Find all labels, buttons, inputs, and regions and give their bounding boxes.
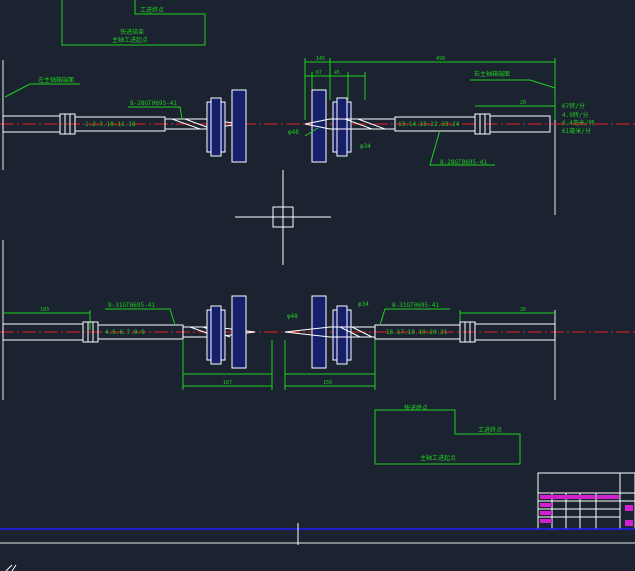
right-spindle-bottom — [284, 321, 556, 343]
left-spindle-ids-top: 1.2.3.10.11.18 — [85, 121, 136, 128]
ucs-icon — [5, 564, 17, 571]
bottom-note-boxes — [374, 409, 521, 465]
note-top-2: 快进结束 — [120, 28, 144, 36]
note-bottom-2: 工进终点 — [478, 426, 502, 434]
bottom-dimensions-top — [3, 310, 555, 330]
top-dimensions — [304, 58, 556, 120]
right-tool-top — [311, 89, 352, 163]
crosshair-cursor — [235, 170, 331, 265]
dim-20: 20 — [520, 100, 526, 106]
right-spindle-top — [304, 113, 551, 135]
dim-490: 490 — [436, 56, 445, 62]
top-note-boxes — [61, 0, 206, 46]
left-spindle-ids-bottom: 4.5.6.7.8.9 — [105, 329, 145, 336]
right-box-label: 右主轴箱端面 — [474, 70, 510, 78]
dia-left-top: φ48 — [288, 129, 299, 136]
note-bottom-1: 快进终点 — [404, 404, 428, 412]
left-box-label: 左主轴箱端面 — [38, 76, 74, 84]
note-top-3: 主轴工进起点 — [112, 36, 148, 44]
right-spec-bottom: 8-31GT0695-41 — [392, 302, 439, 309]
svg-text:183: 183 — [40, 307, 49, 313]
dim-145: 145 — [316, 56, 325, 62]
title-block — [537, 472, 635, 530]
dim-45: 45 — [334, 70, 340, 76]
svg-text:4.9转/分: 4.9转/分 — [562, 111, 588, 119]
dia-right-bottom: φ34 — [358, 301, 369, 308]
speed-notes: 67转/分 4.9转/分 0.4毫米/转 61毫米/分 — [562, 102, 594, 135]
note-bottom-3: 主轴工进起点 — [420, 454, 456, 462]
right-tool-bottom — [311, 295, 352, 369]
left-spec-bottom: 8-31GT0695-41 — [108, 302, 155, 309]
bottom-dimensions — [182, 340, 376, 390]
right-spindle-ids-top: 13.14.15.22.23.24 — [398, 121, 460, 128]
left-tool-top — [206, 89, 247, 163]
right-spec-top: 8-28GT0695-41 — [440, 159, 487, 166]
left-spec-top: 8-28GT0695-41 — [130, 100, 177, 107]
frame-lines — [2, 60, 556, 400]
svg-text:67转/分: 67转/分 — [562, 102, 585, 110]
left-tool-bottom — [206, 295, 247, 369]
right-spindle-ids-bottom: 16.17.18.19.20.21 — [386, 329, 448, 336]
svg-text:0.4毫米/转: 0.4毫米/转 — [562, 119, 594, 127]
svg-text:26: 26 — [520, 307, 526, 313]
note-top-1: 工进终点 — [140, 6, 164, 14]
svg-text:61毫米/分: 61毫米/分 — [562, 127, 591, 135]
dim-67: 67 — [316, 70, 322, 76]
dia-left-bottom: φ48 — [287, 313, 298, 320]
svg-text:150: 150 — [323, 380, 332, 386]
svg-text:167: 167 — [223, 380, 232, 386]
dia-right-top: φ34 — [360, 143, 371, 150]
